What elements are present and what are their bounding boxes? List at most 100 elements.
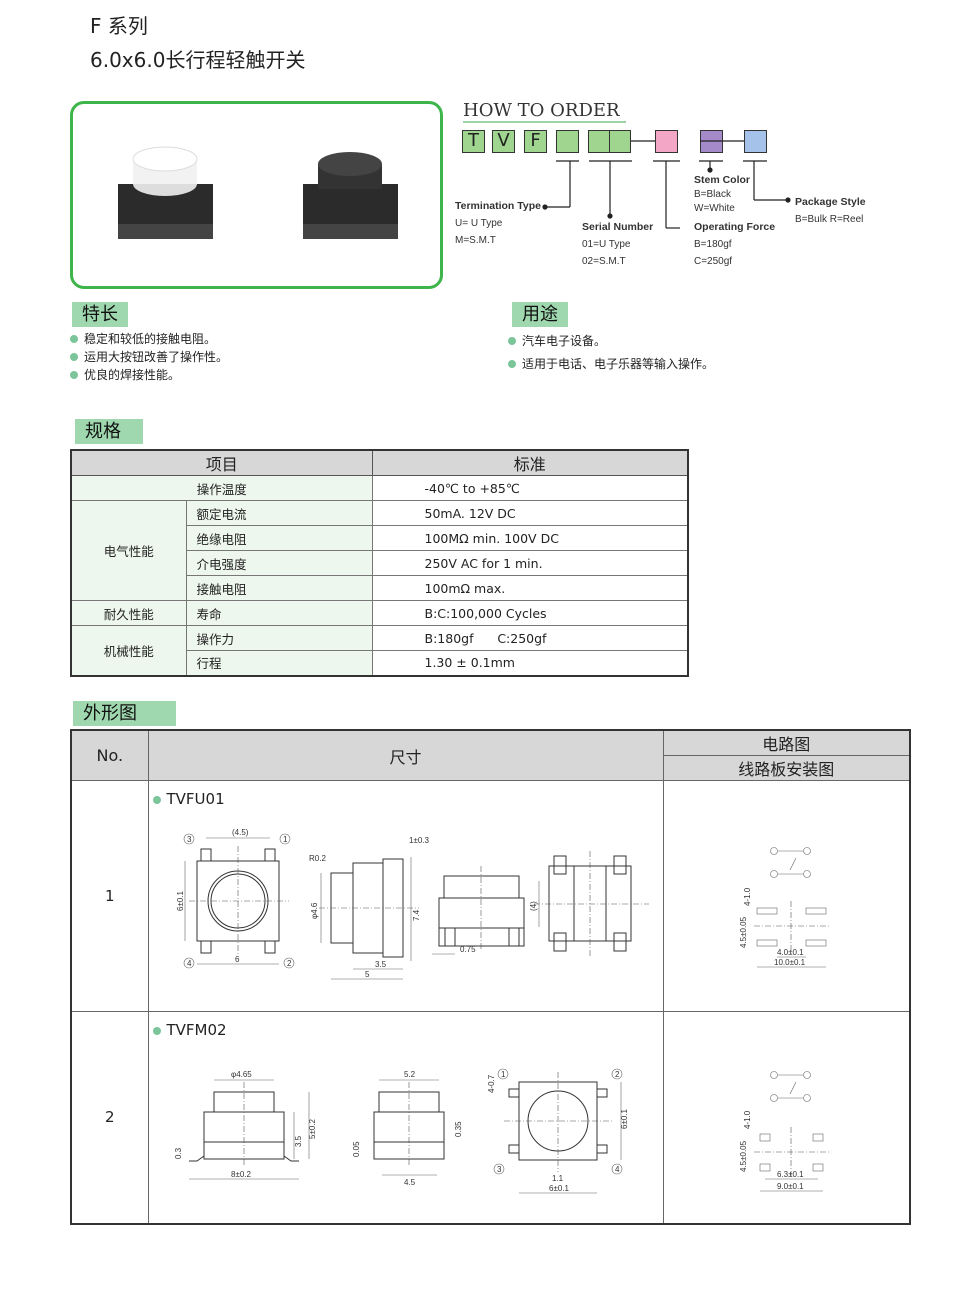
- code-box-t: T: [462, 130, 485, 153]
- switch-circuit-icon: [769, 1071, 811, 1102]
- svg-text:6±0.1: 6±0.1: [620, 1108, 629, 1129]
- table-row: 2 TVFM02 φ4.65 0.3 3.5 5±0.2 8±0.2: [70, 1011, 911, 1224]
- usage-item: 适用于电话、电子乐器等输入操作。: [508, 355, 714, 373]
- tvfu01-drawing: (4.5) 6±0.1 6 3 1 4 2 R0.2 φ4.6 1±0.3 7.…: [176, 828, 649, 980]
- svg-text:3.5: 3.5: [375, 960, 387, 969]
- product-photo: [118, 146, 398, 239]
- product-photo-frame: [70, 101, 443, 289]
- svg-text:5±0.2: 5±0.2: [308, 1118, 317, 1139]
- svg-text:10.0±0.1: 10.0±0.1: [774, 958, 806, 967]
- svg-text:4-0.7: 4-0.7: [487, 1074, 496, 1093]
- features-list: 稳定和较低的接触电阻。 运用大按钮改善了操作性。 优良的焊接性能。: [70, 330, 228, 384]
- spec-group: 电气性能: [70, 500, 187, 601]
- spec-header-item: 项目: [70, 449, 373, 476]
- side-view: 5.2 0.05 0.35 4.5: [352, 1070, 463, 1187]
- table-row: 1 TVFU01 (4.5) 6±0.1 6 3 1 4 2: [70, 780, 911, 1012]
- usage-item: 汽车电子设备。: [508, 332, 714, 355]
- svg-text:1.1: 1.1: [552, 1174, 564, 1183]
- spec-heading: 规格: [75, 419, 143, 444]
- svg-text:(4.5): (4.5): [232, 828, 249, 837]
- code-box-f: F: [524, 130, 547, 153]
- usage-list: 汽车电子设备。 适用于电话、电子乐器等输入操作。: [508, 332, 714, 373]
- tvfu01-circuit-pcb: 4-1.0 4.5±0.05 4.0±0.1 10.0±0.1: [739, 847, 829, 968]
- outline-heading: 外形图: [73, 701, 176, 726]
- svg-text:4.5±0.05: 4.5±0.05: [739, 1140, 748, 1172]
- table-row: 操作温度-40℃ to +85℃: [70, 475, 689, 501]
- svg-text:4: 4: [615, 1165, 620, 1174]
- svg-text:6.3±0.1: 6.3±0.1: [777, 1170, 804, 1179]
- svg-text:4-1.0: 4-1.0: [743, 887, 752, 906]
- header-circuit: 电路图: [662, 729, 911, 756]
- pcb-cell: 4-1.0 4.5±0.05 4.0±0.1 10.0±0.1: [662, 780, 911, 1012]
- svg-text:2: 2: [287, 959, 292, 968]
- svg-text:6±0.1: 6±0.1: [549, 1184, 570, 1193]
- outline-table: No. 尺寸 电路图 线路板安装图 1 TVFU01 (4.5) 6±0.1 6…: [70, 729, 911, 1225]
- spec-group: 机械性能: [70, 625, 187, 676]
- svg-text:φ4.65: φ4.65: [231, 1070, 252, 1079]
- tvfm02-circuit-pcb: 4-1.0 4.5±0.05 6.3±0.1 9.0±0.1: [739, 1071, 829, 1192]
- svg-text:4.0±0.1: 4.0±0.1: [777, 948, 804, 957]
- tvfm02-drawing: φ4.65 0.3 3.5 5±0.2 8±0.2 5.2 0.05 0.35 …: [174, 1068, 629, 1194]
- bottom-view: (4): [529, 851, 649, 956]
- code-box-v: V: [492, 130, 515, 153]
- svg-text:5.2: 5.2: [404, 1070, 416, 1079]
- svg-text:3: 3: [187, 835, 192, 844]
- front-view: φ4.65 0.3 3.5 5±0.2 8±0.2: [174, 1070, 317, 1180]
- pcb-cell: 4-1.0 4.5±0.05 6.3±0.1 9.0±0.1: [662, 1011, 911, 1224]
- header-pcb: 线路板安装图: [662, 755, 911, 781]
- spec-header-standard: 标准: [371, 449, 689, 476]
- how-to-order-title: HOW TO ORDER: [463, 100, 626, 123]
- feature-item: 稳定和较低的接触电阻。: [70, 330, 228, 348]
- svg-text:1±0.3: 1±0.3: [409, 836, 430, 845]
- svg-text:3: 3: [497, 1165, 502, 1174]
- usage-heading: 用途: [512, 302, 568, 327]
- svg-text:φ4.6: φ4.6: [310, 902, 319, 919]
- drawing-cell: TVFU01 (4.5) 6±0.1 6 3 1 4 2: [147, 780, 664, 1012]
- drawing-cell: TVFM02 φ4.65 0.3 3.5 5±0.2 8±0.2 5.2: [147, 1011, 664, 1224]
- svg-text:2: 2: [615, 1070, 620, 1079]
- code-box-serial-2: [609, 130, 631, 153]
- feature-item: 优良的焊接性能。: [70, 366, 228, 384]
- code-box-termination: [556, 130, 579, 153]
- features-heading: 特长: [72, 302, 128, 327]
- feature-item: 运用大按钮改善了操作性。: [70, 348, 228, 366]
- code-box-force: [655, 130, 678, 153]
- page-title: 6.0x6.0长行程轻触开关: [90, 48, 306, 72]
- top-view: 4-0.7 6±0.1 1.1 6±0.1 1 2 3 4: [487, 1068, 629, 1194]
- svg-text:1: 1: [283, 835, 288, 844]
- svg-text:8±0.2: 8±0.2: [231, 1170, 252, 1179]
- svg-text:6: 6: [235, 955, 240, 964]
- front-view: 0.75: [431, 866, 524, 955]
- header-no: No.: [70, 729, 149, 781]
- spec-group: 耐久性能: [70, 600, 187, 626]
- svg-text:6±0.1: 6±0.1: [176, 890, 185, 911]
- svg-text:0.75: 0.75: [460, 945, 476, 954]
- switch-circuit-icon: [769, 847, 811, 878]
- header-size: 尺寸: [147, 729, 664, 781]
- svg-text:9.0±0.1: 9.0±0.1: [777, 1182, 804, 1191]
- side-view: R0.2 φ4.6 1±0.3 7.4 3.5 5: [309, 836, 430, 980]
- svg-text:4: 4: [187, 959, 192, 968]
- svg-text:4.5: 4.5: [404, 1178, 416, 1187]
- svg-text:0.3: 0.3: [174, 1147, 183, 1159]
- svg-text:R0.2: R0.2: [309, 854, 326, 863]
- top-view: (4.5) 6±0.1 6 3 1 4 2: [176, 828, 294, 969]
- model-name: TVFM02: [153, 1021, 227, 1039]
- svg-text:0.35: 0.35: [454, 1121, 463, 1137]
- svg-text:1: 1: [501, 1070, 506, 1079]
- order-connector-lines: [542, 140, 791, 229]
- model-name: TVFU01: [153, 790, 225, 808]
- svg-text:4-1.0: 4-1.0: [743, 1110, 752, 1129]
- svg-text:7.4: 7.4: [412, 909, 421, 921]
